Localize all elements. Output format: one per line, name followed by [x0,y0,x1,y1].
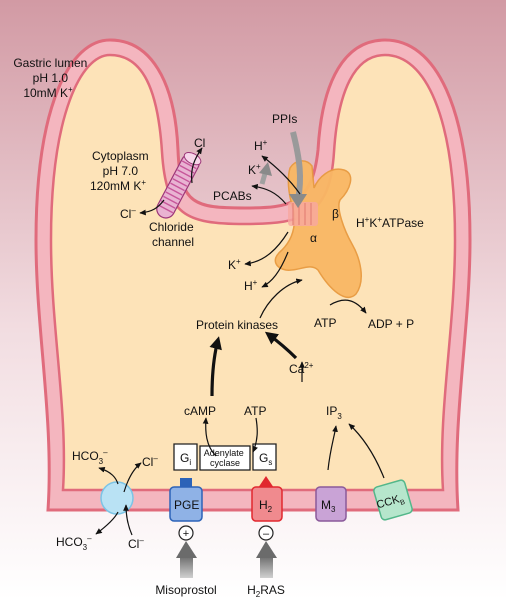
bicarbonate-bottom-label: HCO3– [56,534,92,552]
ppis-label: PPIs [272,112,297,126]
m3-label: M3 [321,498,336,514]
atpase-label: H+K+ATPase [356,215,424,230]
pcabs-label: PCABs [213,189,252,203]
pge-receptor [169,478,203,522]
lumen-label: Gastric lumen pH 1.0 10mM K+ [13,56,90,100]
adp-p-label: ADP + P [368,317,414,331]
inhibit-symbol [258,525,274,541]
ppis-arrow [290,131,304,201]
cl-lumen-label: Cl [194,136,205,150]
stimulate-sign: + [183,528,189,540]
k-ion-bottom: K+ [228,257,241,272]
ip3-label: IP3 [326,404,342,421]
camp-label: cAMP [184,404,216,418]
alpha-subunit-label: α [310,231,317,245]
chloride-channel-label: Chloride channel [149,220,197,249]
misoprostol-arrow [176,541,197,578]
gi-protein [173,443,198,471]
cl-base-top-label: Cl– [142,454,158,469]
cl-cytoplasm-label: Cl– [120,206,136,221]
cl-base-bottom-label: Cl– [128,536,144,551]
m3-receptor [315,486,347,522]
misoprostol-label: Misoprostol [155,583,216,597]
adenylate-cyclase [199,445,251,471]
pge-label: PGE [174,498,199,512]
stimulate-symbol [178,525,194,541]
protein-kinases-label: Protein kinases [196,318,278,332]
atp-mid-label: ATP [244,404,266,418]
atpase-pore [288,202,318,226]
beta-subunit-label: β [332,207,339,221]
inhibit-sign: – [263,528,270,540]
cytoplasm [49,53,457,492]
gs-protein [252,443,277,471]
k-ion-top: K+ [248,162,261,177]
h2ras-label: H2RAS [247,583,285,599]
h-ion-top: H+ [254,138,268,153]
major-pathway-arrows [209,331,298,397]
cckb-receptor [373,479,413,521]
calcium-label: Ca2+ [289,361,314,376]
h2-label: H2 [259,498,273,514]
pathway-arrows [95,147,385,536]
atp-right-label: ATP [314,316,336,330]
bicarbonate-transporter [100,481,134,515]
h2-receptor [251,476,283,522]
adenylate-cyclase-label: Adenylate cyclase [204,448,247,468]
cytoplasm-label: Cytoplasm pH 7.0 120mM K+ [90,149,152,193]
bicarbonate-top-label: HCO3– [72,448,108,466]
h-ion-bottom: H+ [244,278,258,293]
gi-label: Gi [180,451,191,467]
gs-label: Gs [259,451,272,467]
h2ras-arrow [256,541,277,578]
